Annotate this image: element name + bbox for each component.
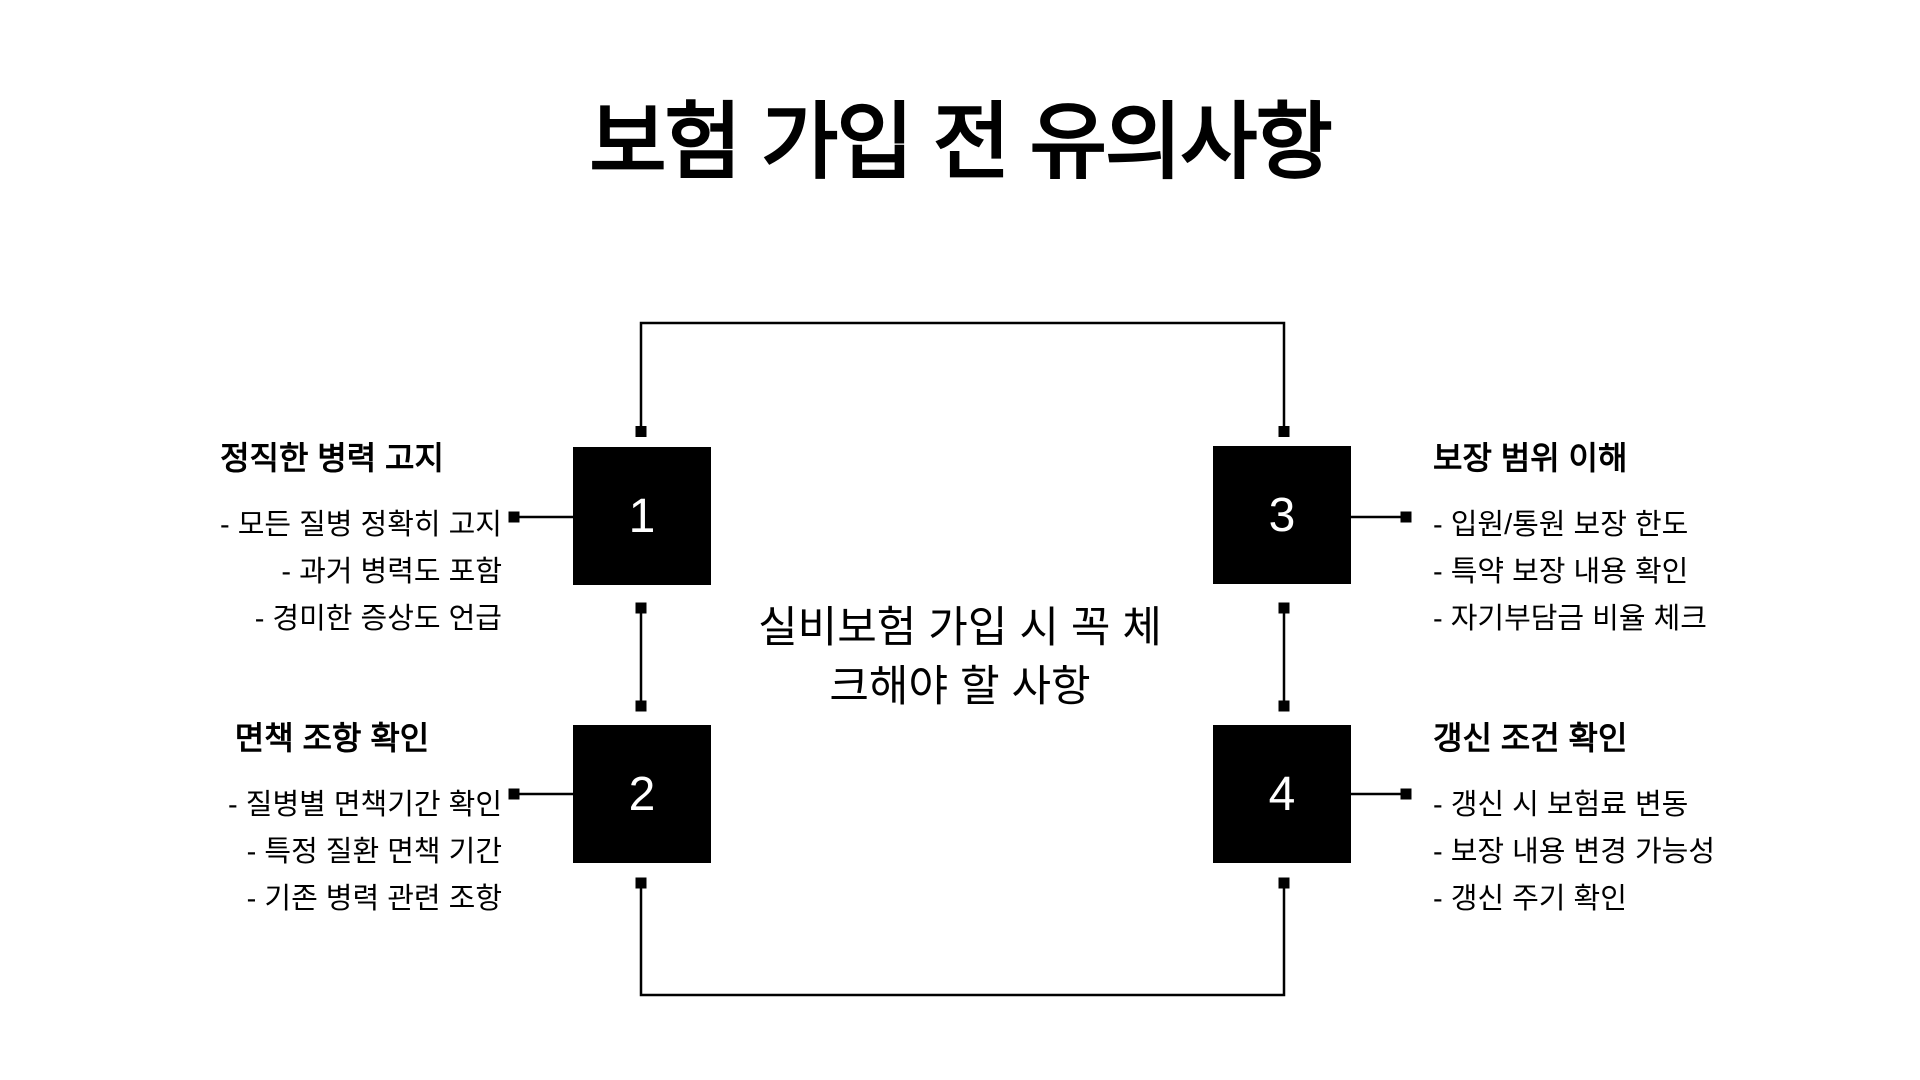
- square-arrowhead: [508, 788, 520, 800]
- connector-box1-box3-top: [635, 321, 1290, 437]
- bullet-item: - 특정 질환 면책 기간: [246, 836, 502, 868]
- step-heading-1: 정직한 병력 고지: [220, 440, 444, 476]
- bullet-item: - 특약 보장 내용 확인: [1433, 556, 1689, 588]
- step-bullets-1: - 모든 질병 정확히 고지 - 과거 병력도 포함 - 경미한 증상도 언급: [162, 502, 502, 643]
- step-bullets-4: - 갱신 시 보험료 변동 - 보장 내용 변경 가능성 - 갱신 주기 확인: [1433, 782, 1773, 923]
- bullet-item: - 입원/통원 보장 한도: [1433, 509, 1689, 541]
- square-arrowhead: [635, 877, 647, 889]
- bullet-item: - 경미한 증상도 언급: [254, 603, 502, 635]
- square-arrowhead: [1278, 877, 1290, 889]
- step-number-1: 1: [628, 489, 656, 543]
- step-bullets-2: - 질병별 면책기간 확인 - 특정 질환 면책 기간 - 기존 병력 관련 조…: [162, 782, 502, 923]
- connector-line: [639, 883, 1286, 997]
- square-arrowhead: [635, 602, 647, 614]
- square-arrowhead: [508, 511, 520, 523]
- bullet-item: - 질병별 면책기간 확인: [228, 789, 502, 821]
- bullet-item: - 갱신 주기 확인: [1433, 883, 1627, 915]
- step-box-1: 1: [573, 447, 711, 585]
- connector-box1-box2: [635, 602, 647, 712]
- step-number-4: 4: [1268, 767, 1296, 821]
- step-bullets-3: - 입원/통원 보장 한도 - 특약 보장 내용 확인 - 자기부담금 비율 체…: [1433, 502, 1773, 643]
- step-box-2: 2: [573, 725, 711, 863]
- square-arrowhead: [1278, 426, 1290, 437]
- center-note: 실비보험 가입 시 꼭 체 크해야 할 사항: [758, 599, 1162, 717]
- step-heading-2: 면책 조항 확인: [234, 720, 430, 756]
- square-arrowhead: [1400, 511, 1412, 523]
- bullet-item: - 기존 병력 관련 조항: [246, 883, 502, 915]
- center-note-line-2: 크해야 할 사항: [829, 663, 1091, 711]
- square-arrowhead: [1400, 788, 1412, 800]
- square-arrowhead: [1278, 602, 1290, 614]
- center-note-line-1: 실비보험 가입 시 꼭 체: [758, 604, 1162, 652]
- connector-box3-to-label: [1351, 511, 1412, 523]
- bullet-item: - 보장 내용 변경 가능성: [1433, 836, 1716, 868]
- square-arrowhead: [635, 700, 647, 712]
- connector-box2-to-label: [508, 788, 573, 800]
- bullet-item: - 모든 질병 정확히 고지: [219, 509, 502, 541]
- bullet-item: - 과거 병력도 포함: [281, 556, 502, 588]
- square-arrowhead: [635, 426, 647, 437]
- step-label-4: 갱신 조건 확인 - 갱신 시 보험료 변동 - 보장 내용 변경 가능성 - …: [1433, 718, 1773, 923]
- step-number-2: 2: [628, 767, 656, 821]
- step-label-1: 정직한 병력 고지 - 모든 질병 정확히 고지 - 과거 병력도 포함 - 경…: [162, 438, 502, 643]
- step-box-4: 4: [1213, 725, 1351, 863]
- step-label-2: 면책 조항 확인 - 질병별 면책기간 확인 - 특정 질환 면책 기간 - 기…: [162, 718, 502, 923]
- step-heading-4: 갱신 조건 확인: [1433, 720, 1628, 756]
- bullet-item: - 갱신 시 보험료 변동: [1433, 789, 1689, 821]
- page-title: 보험 가입 전 유의사항: [589, 95, 1333, 189]
- connector-box1-to-label: [508, 511, 573, 523]
- step-label-3: 보장 범위 이해 - 입원/통원 보장 한도 - 특약 보장 내용 확인 - 자…: [1433, 438, 1773, 643]
- square-arrowhead: [1278, 700, 1290, 712]
- bullet-item: - 자기부담금 비율 체크: [1433, 603, 1707, 635]
- connector-line: [639, 321, 1286, 437]
- step-box-3: 3: [1213, 446, 1351, 584]
- step-number-3: 3: [1268, 488, 1296, 542]
- step-heading-3: 보장 범위 이해: [1433, 440, 1628, 476]
- connector-box3-box4: [1278, 602, 1290, 712]
- connector-box2-box4-bottom: [635, 877, 1290, 997]
- connector-box4-to-label: [1351, 788, 1412, 800]
